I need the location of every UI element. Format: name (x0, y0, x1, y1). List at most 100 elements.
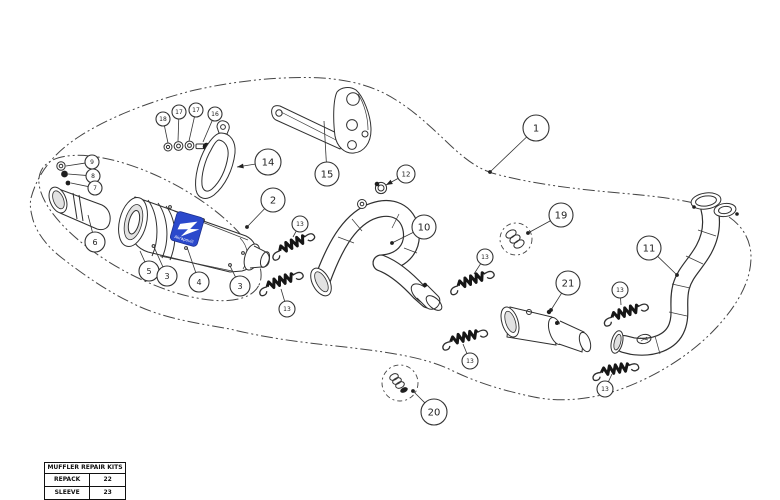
callout-number: 13 (601, 386, 609, 393)
callout-circle (207, 106, 223, 122)
exhaust-springs (255, 228, 652, 383)
leader-line (608, 373, 613, 382)
mount-bracket (271, 87, 372, 154)
callout-15: 15 (314, 120, 340, 187)
callout-circle (636, 235, 662, 261)
callout-number: 11 (643, 244, 656, 255)
callout-circle (476, 248, 494, 266)
callout-number: 5 (146, 267, 151, 276)
spring-13f (589, 359, 642, 383)
screw-7 (65, 180, 71, 186)
callout-6: 6 (84, 214, 106, 253)
header-pipe (610, 192, 739, 356)
callout-circle (411, 214, 437, 240)
callout-17: 17 (171, 104, 187, 142)
callout-13: 13 (596, 373, 614, 398)
leader-line (67, 173, 87, 176)
callout-11: 11 (636, 235, 679, 277)
header-pipe-flange (690, 192, 739, 218)
link-pipe-sleeve (410, 282, 443, 311)
callout-circle (188, 271, 210, 293)
kit-circle-20 (381, 364, 419, 402)
leader-dot (245, 225, 249, 229)
spring-13b (255, 267, 307, 298)
muffler-repair-kits-table: MUFFLER REPAIR KITS REPACK 22 SLEEVE 23 (44, 462, 126, 500)
leader-line (246, 208, 265, 228)
callout-circle (156, 265, 178, 287)
leader-line (473, 263, 481, 275)
callout-13: 13 (291, 215, 309, 238)
bracket-fastener-set (163, 140, 211, 152)
washer-9 (56, 161, 66, 171)
spring-13e (600, 299, 652, 329)
leader-line (70, 182, 89, 187)
callout-number: 18 (159, 116, 167, 123)
leader-line (229, 265, 236, 278)
kit-number-repack: 22 (103, 476, 112, 483)
leader-line (323, 120, 327, 163)
badge-brand-text: Akrapovič (174, 234, 194, 244)
kit-name-repack: REPACK (45, 474, 91, 486)
leader-line (164, 125, 169, 144)
leader-line (292, 230, 297, 238)
callout-circle (188, 102, 204, 118)
muffler-assembly-outline (38, 154, 262, 302)
callout-21: 21 (549, 270, 581, 312)
callout-number: 6 (92, 238, 97, 247)
leader-dot (488, 170, 492, 174)
muffler-bracket-clamp (195, 120, 236, 199)
callout-number: 1 (533, 124, 539, 135)
callout-circle (84, 231, 106, 253)
callout-circle (155, 111, 171, 127)
callout-circle (229, 275, 251, 297)
callout-number: 13 (296, 221, 304, 228)
callout-13: 13 (461, 343, 479, 370)
system-boundary-outline (29, 77, 752, 401)
callout-circle (611, 281, 629, 299)
callout-number: 14 (262, 158, 275, 169)
callout-10: 10 (390, 214, 437, 245)
leader-line (412, 390, 426, 404)
spring-13d (439, 325, 491, 353)
callout-number: 10 (418, 223, 431, 234)
leader-line (188, 116, 195, 142)
leader-line (657, 256, 678, 276)
callout-circle (254, 148, 282, 176)
muffler-fastener-set (56, 161, 71, 186)
leader-arrow (386, 179, 393, 185)
callout-16: 16 (202, 106, 223, 143)
table-row: REPACK 22 (45, 474, 125, 487)
callout-3: 3 (153, 246, 178, 287)
callout-number: 12 (402, 170, 411, 178)
callout-number: 17 (192, 107, 200, 114)
callout-circle (420, 398, 448, 426)
callout-20: 20 (411, 389, 448, 426)
callout-number: 9 (90, 159, 94, 166)
pipe-clamp-12 (374, 181, 388, 195)
callout-2: 2 (245, 187, 286, 229)
callout-number: 17 (175, 109, 183, 116)
callout-13: 13 (473, 248, 494, 275)
callout-number: 3 (237, 282, 242, 291)
callout-number: 15 (321, 170, 334, 181)
leader-line (489, 136, 527, 173)
callout-number: 19 (555, 211, 568, 222)
leader-arrow (237, 163, 244, 169)
callout-number: 4 (196, 278, 201, 287)
callout-number: 21 (562, 279, 575, 290)
spring-13c (446, 266, 498, 297)
callout-5: 5 (138, 250, 160, 282)
callout-number: 13 (283, 306, 291, 313)
callout-number: 2 (270, 196, 276, 207)
callout-1: 1 (488, 114, 550, 174)
leader-line (177, 118, 180, 142)
muffler: Akrapovič (118, 196, 271, 273)
callout-14: 14 (236, 148, 282, 176)
callout-circle (548, 202, 574, 228)
callout-13: 13 (611, 281, 629, 306)
callout-circle (314, 161, 340, 187)
leader-dot (526, 231, 530, 235)
callout-circle (260, 187, 286, 213)
leader-dot (549, 308, 553, 312)
